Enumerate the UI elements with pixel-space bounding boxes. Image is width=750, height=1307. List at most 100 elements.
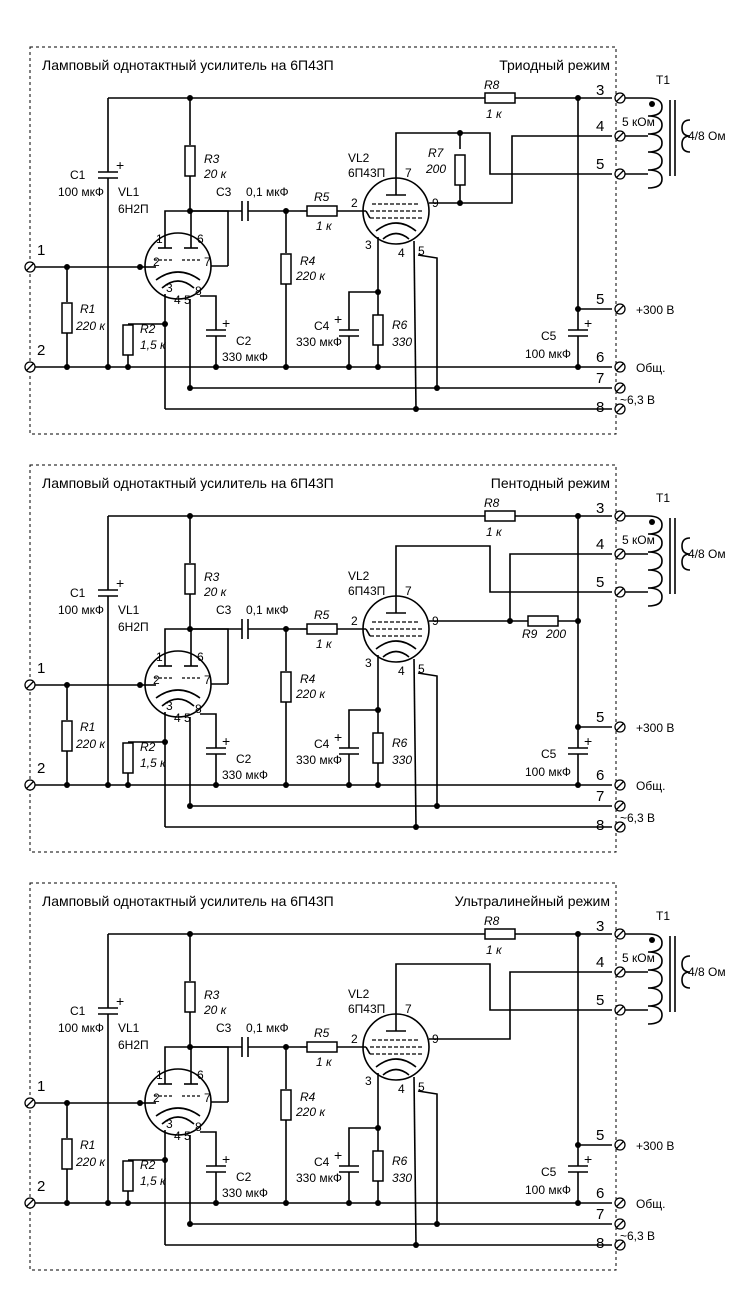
pin-label: 6 [197,232,204,246]
r4-value: 220 к [295,687,326,701]
cathode [155,689,201,699]
r9-label: R9 [522,627,538,641]
r6-label: R6 [392,1154,408,1168]
junction-dot [64,782,70,788]
transformer-secondary [681,955,691,989]
terminal-4-number: 4 [596,536,604,553]
pin-label: 3 [365,238,372,252]
t1-label: T1 [656,909,670,923]
r3-value: 20 к [203,585,228,599]
terminal-5-number: 5 [596,156,604,173]
junction-dot [187,1221,193,1227]
heater-label: ~6,3 В [620,393,655,407]
resistor-r1 [61,302,73,334]
pin-label: 7 [405,584,412,598]
panel-title: Ламповый однотактный усилитель на 6П43П [42,893,334,909]
r5-label: R5 [314,608,330,622]
panel-frame [29,46,617,435]
c3-value: 0,1 мкФ [246,185,289,199]
terminal-4 [614,966,626,978]
terminal-6-number: 6 [596,1185,604,1202]
polarity-mark: + [584,733,592,749]
r5-value: 1 к [316,219,333,233]
pin-label: 5 [184,711,191,725]
r3-label: R3 [204,988,220,1002]
capacitor-c1: + [98,98,124,367]
pin-label: 5 [418,1080,425,1094]
r5-label: R5 [314,190,330,204]
r4-label: R4 [300,1090,316,1104]
pin-label: 1 [156,232,163,246]
c5-value: 100 мкФ [525,1183,571,1197]
vl1-label: VL1 [118,1021,140,1035]
terminal-4 [614,548,626,560]
terminal-4-number: 4 [596,118,604,135]
panel-mode: Пентодный режим [491,475,610,491]
c3-label: C3 [216,1021,232,1035]
terminal-3-number: 3 [596,500,604,517]
pin-label: 6 [197,1068,204,1082]
r1-label: R1 [80,302,95,316]
terminal-1-number: 1 [37,242,45,259]
resistor-r8 [484,510,516,522]
junction-dot [137,682,143,688]
pin-label: 3 [166,699,173,713]
pin-label: 5 [418,662,425,676]
junction-dot [105,782,111,788]
junction-dot [375,1200,381,1206]
panel-frame [29,882,617,1271]
terminal-1-number: 1 [37,1078,45,1095]
resistor-r2 [122,742,134,774]
capacitor-c1: + [98,934,124,1203]
input-terminal-2 [24,361,36,373]
c2-value: 330 мкФ [222,768,268,782]
r5-value: 1 к [316,1055,333,1069]
r8-label: R8 [484,78,500,92]
c2-label: C2 [236,752,252,766]
r1-label: R1 [80,1138,95,1152]
v300-label: +300 В [636,721,674,735]
resistor-r7 [454,154,466,186]
terminal-7-number: 7 [596,370,604,387]
pin-label: 2 [351,1032,358,1046]
r2-label: R2 [140,740,156,754]
r4-value: 220 к [295,269,326,283]
resistor-r2 [122,1160,134,1192]
resistor-r4 [280,671,292,703]
schematic-panel-triode: Ламповый однотактный усилитель на 6П43П Т… [24,46,726,435]
cathode [155,1107,201,1117]
r8-value: 1 к [486,107,503,121]
pin-label: 3 [166,1117,173,1131]
resistor-r2 [122,324,134,356]
panel-title: Ламповый однотактный усилитель на 6П43П [42,475,334,491]
c4-wire [348,1127,378,1166]
junction-dot [575,782,581,788]
c2-value: 330 мкФ [222,1186,268,1200]
r3-label: R3 [204,152,220,166]
cathode [375,640,417,650]
pin-label: 2 [153,255,160,269]
r8-value: 1 к [486,943,503,957]
pin-label: 4 [398,1082,405,1096]
resistor-r1 [61,1138,73,1170]
heater-wire [417,254,438,388]
junction-dot [125,782,131,788]
heater-wire [417,672,438,806]
junction-dot [375,782,381,788]
anode-output-wire [395,545,612,593]
junction-dot [434,1221,440,1227]
panel-mode: Триодный режим [499,57,610,73]
terminal-6 [614,361,626,373]
panel-title: Ламповый однотактный усилитель на 6П43П [42,57,334,73]
polarity-mark: + [116,575,124,591]
vl1-label: VL1 [118,603,140,617]
resistor-r4 [280,1089,292,1121]
gnd-label: Общ. [636,361,665,375]
resistor-r6 [372,732,384,764]
c1-label: C1 [70,168,86,182]
c1-value: 100 мкФ [58,1021,104,1035]
vl2-label: VL2 [348,151,370,165]
r2-value: 1,5 к [140,756,167,770]
terminal-6-number: 6 [596,349,604,366]
